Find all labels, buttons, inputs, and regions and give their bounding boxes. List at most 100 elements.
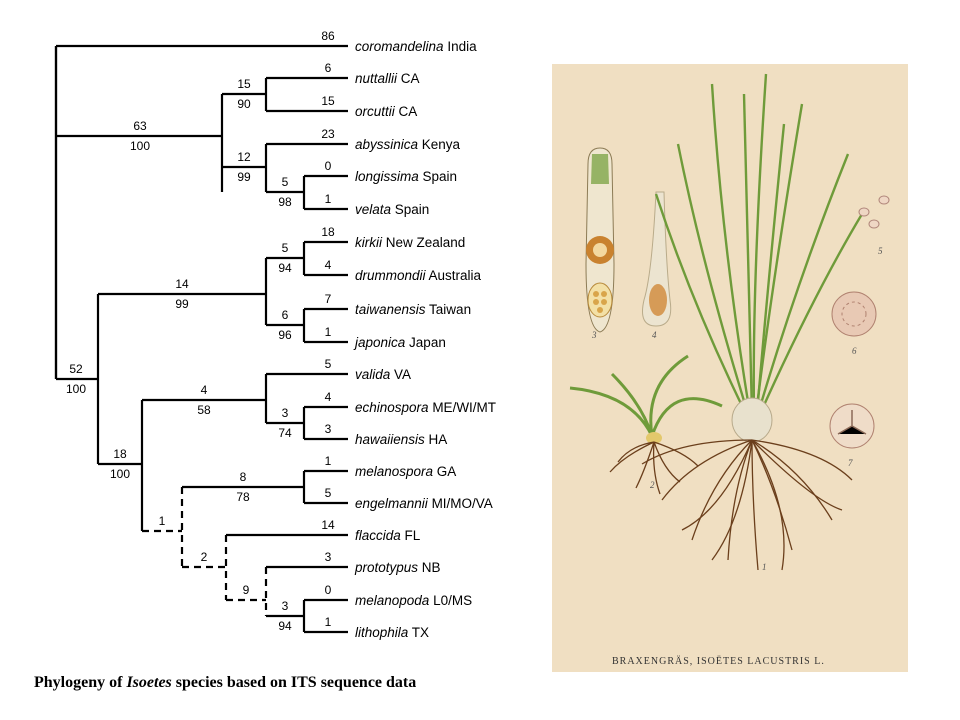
tip-branch-length: 1 xyxy=(325,192,332,206)
species-name: engelmannii xyxy=(355,496,429,511)
taxon-label: prototypus NB xyxy=(354,560,441,575)
tip-branch-length: 18 xyxy=(321,225,335,239)
plate-figure-number: 5 xyxy=(878,246,883,256)
bootstrap-support-label: 100 xyxy=(130,139,150,153)
bootstrap-support-label: 90 xyxy=(237,97,251,111)
sporangium-side-figure xyxy=(642,191,672,327)
tip-branch-length: 0 xyxy=(325,583,332,597)
bootstrap-support-label: 100 xyxy=(66,382,86,396)
species-name: taiwanensis xyxy=(355,302,426,317)
species-name: hawaiiensis xyxy=(355,432,425,447)
tip-branch-length: 4 xyxy=(325,390,332,404)
plate-figure-number: 4 xyxy=(652,330,657,340)
taxon-label: melanopoda L0/MS xyxy=(355,593,472,608)
branch-length-label: 3 xyxy=(282,406,289,420)
species-name: kirkii xyxy=(355,235,383,250)
region-name: TX xyxy=(408,625,429,640)
region-name: Australia xyxy=(426,268,482,283)
taxon-label: japonica Japan xyxy=(353,335,446,350)
branch-length-label: 3 xyxy=(282,599,289,613)
taxon-label: velata Spain xyxy=(355,202,429,217)
tip-branch-length: 1 xyxy=(325,325,332,339)
bootstrap-support-label: 100 xyxy=(110,467,130,481)
sporangium-section-figure xyxy=(585,147,615,333)
plate-figure-number: 7 xyxy=(848,458,853,468)
region-name: Kenya xyxy=(418,137,461,152)
botanical-plate: 1 2 3 4 5 6 7 BRAXENGRÄS, ISOËTES LACUSTRIS L. xyxy=(552,64,908,672)
spore-figures xyxy=(829,195,890,449)
region-name: Spain xyxy=(391,202,429,217)
bootstrap-support-label: 58 xyxy=(197,403,211,417)
taxon-label: echinospora ME/WI/MT xyxy=(355,400,496,415)
species-name: melanopoda xyxy=(355,593,430,608)
branch-length-label: 4 xyxy=(201,383,208,397)
region-name: FL xyxy=(401,528,421,543)
tip-branch-length: 3 xyxy=(325,550,332,564)
region-name: NB xyxy=(418,560,441,575)
tip-branch-length: 0 xyxy=(325,159,332,173)
taxon-label: taiwanensis Taiwan xyxy=(355,302,471,317)
branch-length-label: 1 xyxy=(159,514,166,528)
bootstrap-support-label: 96 xyxy=(278,328,292,342)
region-name: Spain xyxy=(419,169,457,184)
species-name: longissima xyxy=(355,169,419,184)
plate-figure-number: 2 xyxy=(650,480,655,490)
species-name: nuttallii xyxy=(355,71,398,86)
branch-length-label: 5 xyxy=(282,175,289,189)
tip-branch-length: 4 xyxy=(325,258,332,272)
species-name: abyssinica xyxy=(355,137,419,152)
tip-branch-length: 3 xyxy=(325,422,332,436)
tip-branch-length: 7 xyxy=(325,292,332,306)
bootstrap-support-label: 78 xyxy=(236,490,250,504)
branch-length-label: 63 xyxy=(133,119,147,133)
plate-title: BRAXENGRÄS, ISOËTES LACUSTRIS L. xyxy=(612,655,825,667)
plate-figure-number: 1 xyxy=(762,562,767,572)
branch-length-label: 18 xyxy=(113,447,127,461)
tip-branch-length: 6 xyxy=(325,61,332,75)
main-plant-figure xyxy=(641,73,864,571)
species-name: melanospora xyxy=(355,464,434,479)
plate-figure-number: 3 xyxy=(591,330,597,340)
tip-branch-length: 86 xyxy=(321,29,335,43)
region-name: Taiwan xyxy=(426,302,472,317)
taxon-label: kirkii New Zealand xyxy=(355,235,465,250)
branch-length-label: 6 xyxy=(282,308,289,322)
species-name: lithophila xyxy=(355,625,409,640)
region-name: Japan xyxy=(405,335,446,350)
branch-length-label: 12 xyxy=(237,150,251,164)
taxon-label: melanospora GA xyxy=(355,464,456,479)
species-name: prototypus xyxy=(354,560,418,575)
tip-branch-length: 1 xyxy=(325,615,332,629)
taxon-label: lithophila TX xyxy=(355,625,429,640)
bootstrap-support-label: 94 xyxy=(278,261,292,275)
bootstrap-support-label: 98 xyxy=(278,195,292,209)
region-name: L0/MS xyxy=(429,593,472,608)
region-name: New Zealand xyxy=(382,235,465,250)
species-name: coromandelina xyxy=(355,39,444,54)
tip-branch-length: 1 xyxy=(325,454,332,468)
species-name: japonica xyxy=(353,335,406,350)
region-name: MI/MO/VA xyxy=(428,496,493,511)
region-name: ME/WI/MT xyxy=(429,400,497,415)
species-name: orcuttii xyxy=(355,104,396,119)
taxon-label: orcuttii CA xyxy=(355,104,417,119)
taxon-label: flaccida FL xyxy=(355,528,421,543)
species-name: drummondii xyxy=(355,268,427,283)
branch-length-label: 5 xyxy=(282,241,289,255)
tip-branch-length: 5 xyxy=(325,486,332,500)
species-name: flaccida xyxy=(355,528,401,543)
taxon-label: longissima Spain xyxy=(355,169,457,184)
branch-length-label: 15 xyxy=(237,77,251,91)
small-plant-figure xyxy=(569,354,723,495)
branch-length-label: 9 xyxy=(243,583,250,597)
taxon-label: coromandelina India xyxy=(355,39,477,54)
bootstrap-support-label: 99 xyxy=(237,170,251,184)
species-name: velata xyxy=(355,202,392,217)
figure-caption: Phylogeny of Isoetes species based on IT… xyxy=(34,674,416,692)
tip-branch-length: 14 xyxy=(321,518,335,532)
taxon-label: drummondii Australia xyxy=(355,268,482,283)
plate-figure-number: 6 xyxy=(852,346,857,356)
bootstrap-support-label: 74 xyxy=(278,426,292,440)
taxon-label: valida VA xyxy=(355,367,411,382)
region-name: VA xyxy=(390,367,411,382)
